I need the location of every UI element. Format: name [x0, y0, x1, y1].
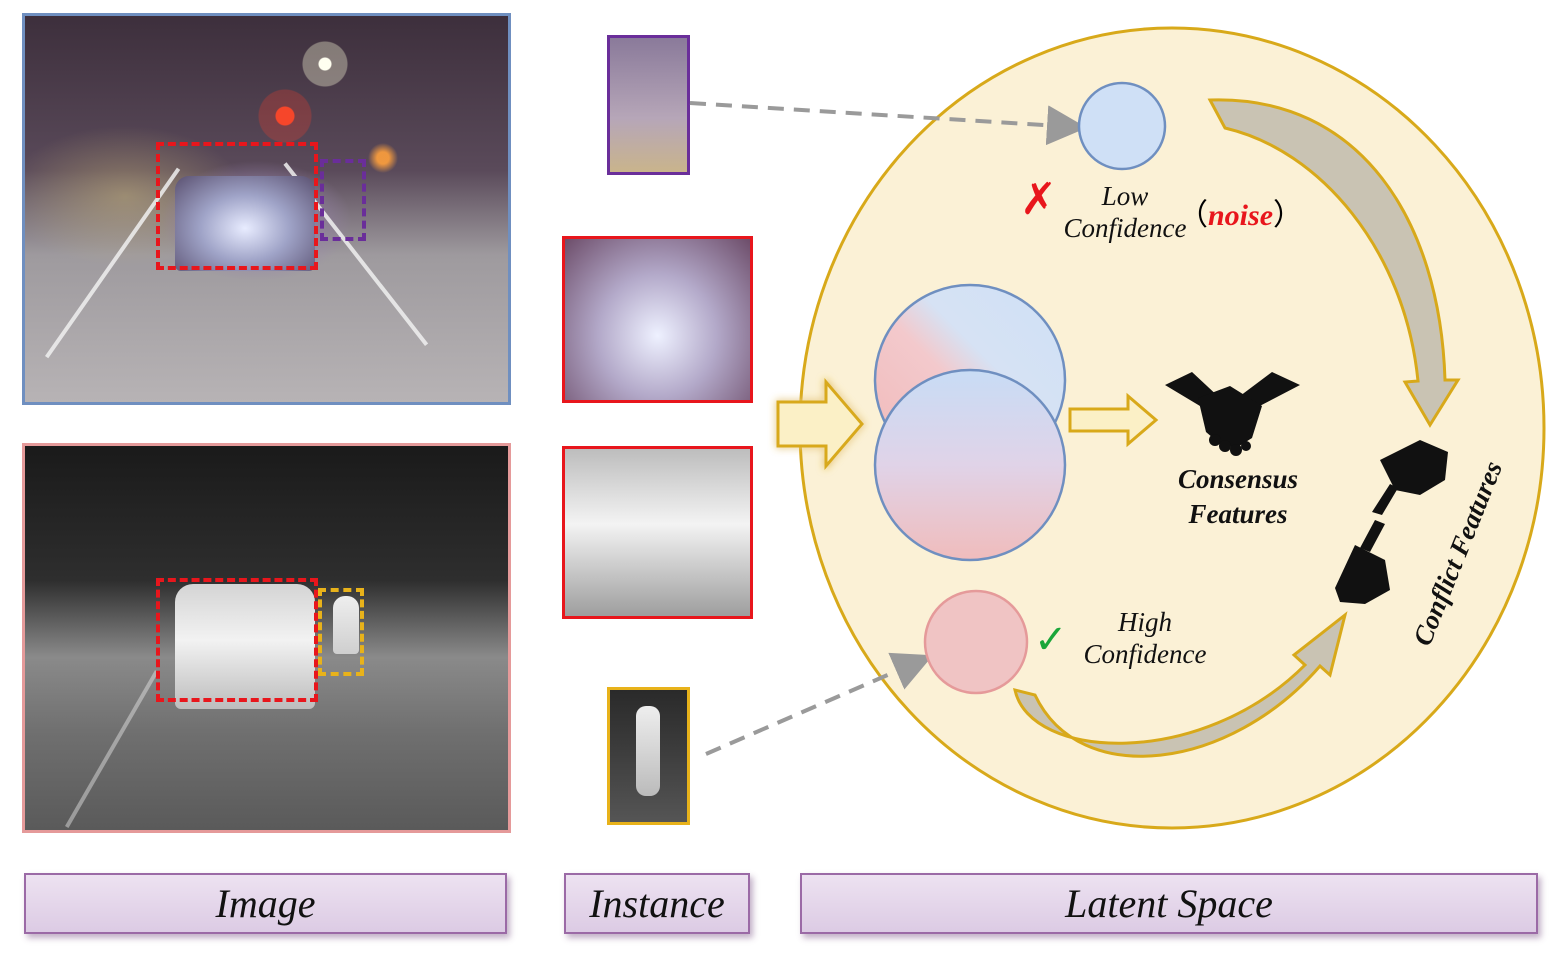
low-confidence-label: Low Confidence — [1040, 180, 1210, 245]
latent-space-label: Latent Space — [800, 873, 1538, 934]
noise-close-paren: ） — [1273, 199, 1304, 232]
instance-thermal-pedestrian — [607, 687, 690, 825]
high-confidence-arrow — [705, 652, 934, 756]
high-confidence-circle — [923, 589, 1029, 695]
noise-label: （noise） — [1178, 190, 1303, 234]
image-label: Image — [24, 873, 507, 934]
instance-rgb-car — [562, 236, 753, 403]
curved-arrow-top — [1207, 98, 1461, 428]
consensus-features-label: Consensus Features — [1158, 462, 1318, 532]
noise-arrow — [689, 101, 1087, 146]
high-confidence-line1: High — [1118, 607, 1172, 637]
consensus-line1: Consensus — [1177, 464, 1299, 494]
check-icon: ✓ — [1034, 617, 1068, 663]
noise-word: noise — [1208, 199, 1274, 232]
thermal-image — [22, 443, 511, 833]
high-confidence-label: High Confidence — [1060, 606, 1230, 671]
rgb-pedestrian-box — [320, 159, 366, 241]
low-confidence-line1: Low — [1101, 181, 1149, 211]
cross-icon: ✗ — [1020, 174, 1057, 225]
pointing-hands-icon — [1335, 440, 1448, 604]
instance-rgb-pedestrian — [607, 35, 690, 175]
rgb-car — [175, 176, 315, 271]
low-confidence-line2: Confidence — [1063, 213, 1187, 244]
thermal-pedestrian — [333, 596, 359, 654]
thermal-car — [175, 584, 315, 709]
thermal-pedestrian-box — [318, 588, 364, 676]
rgb-car-box — [156, 142, 318, 270]
input-arrow — [776, 377, 864, 471]
curved-arrow-bottom — [1013, 611, 1348, 758]
thermal-car-box — [156, 578, 318, 702]
handshake-icon — [1165, 372, 1300, 456]
noise-open-paren: （ — [1178, 199, 1208, 232]
instance-thermal-car — [562, 446, 753, 619]
consensus-line2: Features — [1188, 499, 1288, 530]
consensus-circle-front — [873, 368, 1067, 562]
rgb-image — [22, 13, 511, 405]
instance-label: Instance — [564, 873, 750, 934]
high-confidence-line2: Confidence — [1083, 639, 1207, 670]
consensus-arrow — [1068, 392, 1159, 448]
low-confidence-circle — [1077, 81, 1167, 171]
